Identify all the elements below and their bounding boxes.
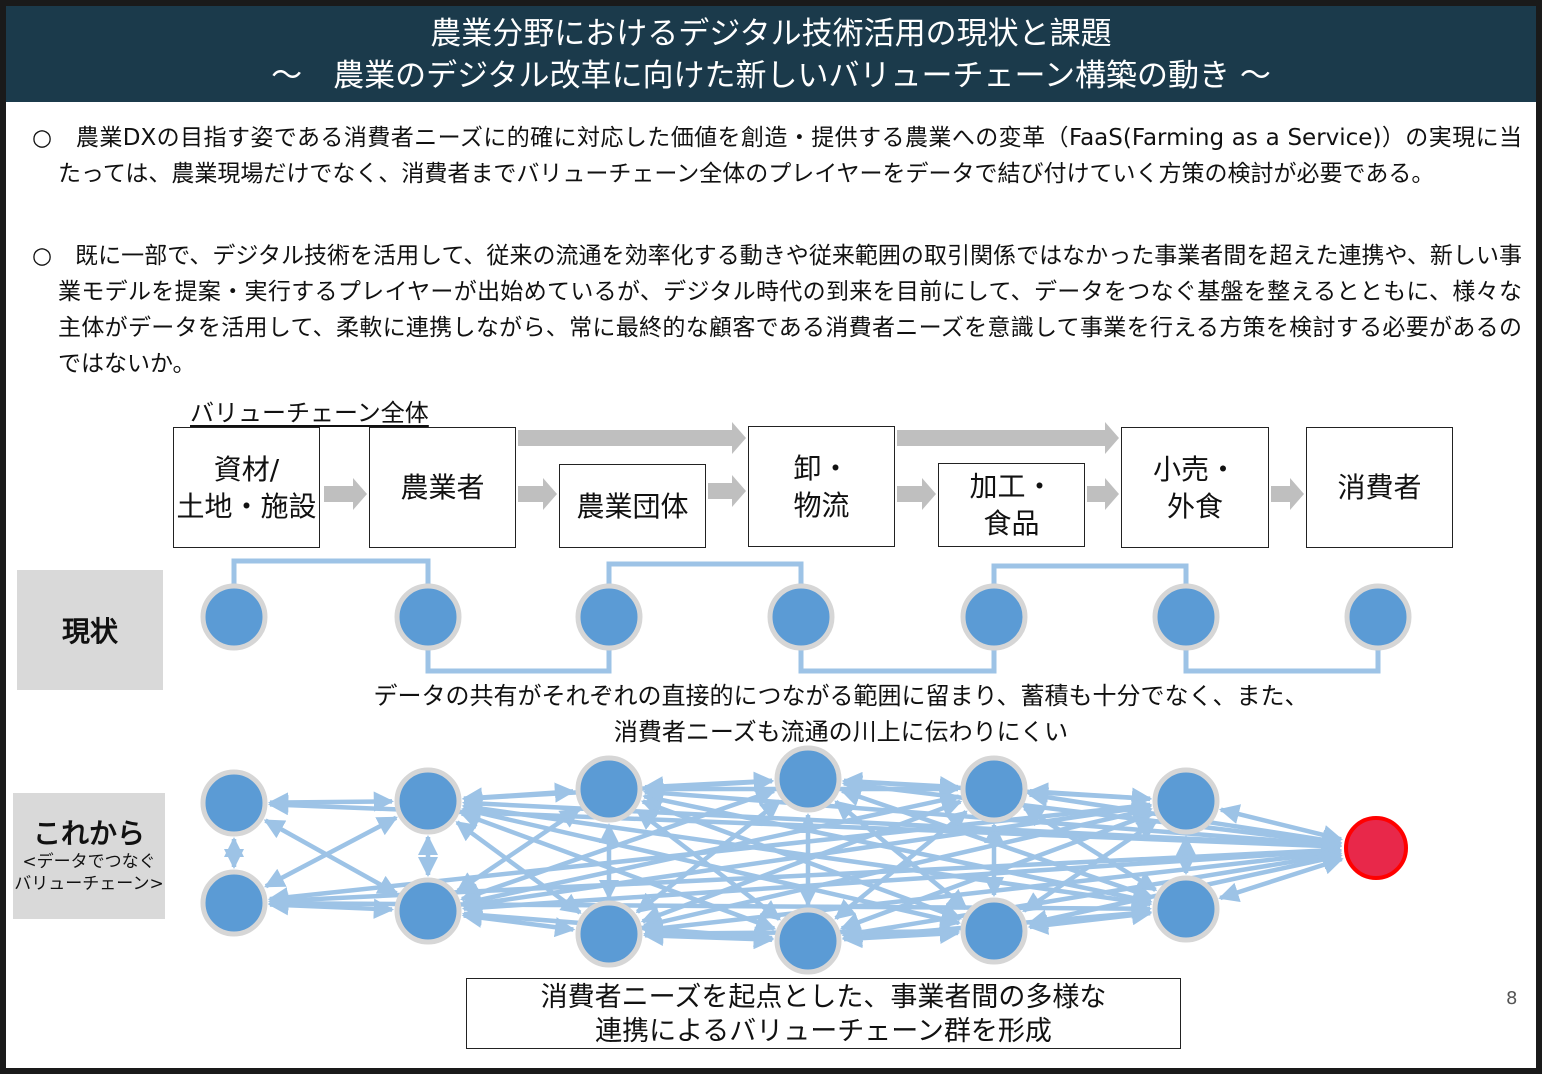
paragraph-2: ○ 既に一部で、デジタル技術を活用して、従来の流通を効率化する動きや従来範囲の取… — [32, 243, 1522, 377]
future-node-12 — [1152, 875, 1220, 943]
future-node-11 — [1152, 767, 1220, 835]
current-nodes — [200, 583, 1412, 651]
future-link-17 — [263, 818, 399, 896]
future-link-2 — [267, 791, 395, 813]
future-node-8 — [774, 907, 842, 975]
stage-consumer: 消費者 — [1306, 427, 1453, 548]
flow-arrow-top-1 — [518, 422, 746, 454]
flow-arrows — [324, 422, 1304, 510]
stage-farm-org: 農業団体 — [559, 464, 706, 548]
future-node-6 — [575, 900, 643, 968]
stage-farmer: 農業者 — [369, 427, 516, 548]
future-link-18 — [264, 815, 398, 889]
future-node-consumer — [1344, 816, 1408, 880]
future-node-2 — [200, 869, 268, 937]
current-link-1 — [231, 558, 431, 589]
row-label-future: これから <データでつなぐ バリューチェーン> — [13, 793, 165, 919]
title-bar: 農業分野におけるデジタル技術活用の現状と課題 ～ 農業のデジタル改革に向けた新し… — [6, 6, 1536, 102]
slide: 農業分野におけるデジタル技術活用の現状と課題 ～ 農業のデジタル改革に向けた新し… — [6, 6, 1536, 1068]
current-node-7 — [1344, 583, 1412, 651]
future-node-3 — [394, 767, 462, 835]
paragraph-1: ○ 農業DXの目指す姿である消費者ニーズに的確に対応した価値を創造・提供する農業… — [32, 125, 1522, 187]
current-link-3 — [606, 561, 804, 589]
result-box: 消費者ニーズを起点とした、事業者間の多様な 連携によるバリューチェーン群を形成 — [466, 978, 1181, 1049]
future-node-7 — [774, 745, 842, 813]
current-caption: データの共有がそれぞれの直接的につながる範囲に留まり、蓄積も十分でなく、また、 … — [373, 682, 1309, 746]
row-label-future-sub-1: <データでつなぐ — [22, 852, 156, 872]
flow-arrow-2 — [518, 478, 557, 510]
future-node-9 — [960, 755, 1028, 823]
page-title: 農業分野におけるデジタル技術活用の現状と課題 — [430, 16, 1112, 52]
future-nodes — [200, 745, 1408, 975]
stage-retail: 小売・ 外食 — [1121, 427, 1269, 548]
current-link-5 — [991, 563, 1189, 589]
current-node-6 — [1152, 583, 1220, 651]
future-node-1 — [200, 769, 268, 837]
current-node-4 — [767, 583, 835, 651]
row-label-future-sub-2: バリューチェーン> — [14, 874, 164, 894]
row-label-current-text: 現状 — [61, 615, 118, 648]
page-number: 8 — [1506, 988, 1518, 1009]
flow-arrow-4 — [897, 478, 936, 510]
future-link-consumer-11 — [1218, 804, 1344, 845]
current-node-2 — [394, 583, 462, 651]
flow-arrow-6 — [1271, 478, 1304, 510]
flow-arrow-5 — [1087, 478, 1119, 510]
current-node-1 — [200, 583, 268, 651]
future-link-consumer-12 — [1218, 854, 1344, 903]
current-node-5 — [960, 583, 1028, 651]
current-node-3 — [575, 583, 643, 651]
stage-wholesale: 卸・ 物流 — [748, 426, 895, 547]
stage-processing: 加工・ 食品 — [938, 463, 1085, 547]
row-label-future-text: これから — [32, 817, 145, 850]
page-subtitle: ～ 農業のデジタル改革に向けた新しいバリューチェーン構築の動き ～ — [271, 58, 1271, 94]
value-chain-label: バリューチェーン全体 — [190, 399, 429, 427]
future-links — [223, 771, 1344, 950]
current-link-4 — [798, 645, 997, 674]
value-chain-diagram — [200, 422, 1412, 975]
future-node-5 — [575, 755, 643, 823]
future-node-10 — [960, 897, 1028, 965]
flow-arrow-top-2 — [897, 422, 1119, 454]
current-link-2 — [425, 645, 612, 674]
stage-materials: 資材/ 土地・施設 — [173, 427, 320, 548]
flow-arrow-1 — [324, 478, 367, 510]
current-link-6 — [1183, 645, 1381, 674]
flow-arrow-3 — [708, 475, 746, 507]
row-label-current: 現状 — [17, 570, 163, 690]
future-node-4 — [394, 877, 462, 945]
